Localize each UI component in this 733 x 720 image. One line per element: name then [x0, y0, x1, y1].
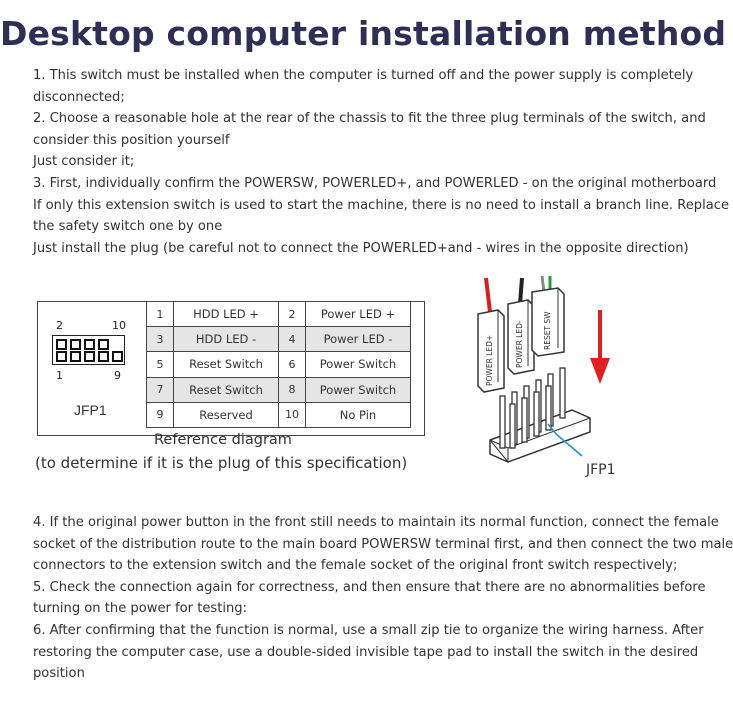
pin-header-icon [52, 335, 125, 365]
pin-function: HDD LED + [173, 300, 279, 328]
instruction-line: Just install the plug (be careful not to… [33, 240, 689, 256]
pin-number: 8 [278, 376, 306, 403]
instruction-line: the safety switch one by one [33, 219, 223, 235]
header-label: JFP1 [74, 402, 107, 418]
instruction-line: consider this position yourself [33, 132, 230, 148]
instruction-line: 2. Choose a reasonable hole at the rear … [33, 111, 706, 127]
instruction-line: 6. After confirming that the function is… [33, 622, 704, 638]
pin-number: 10 [278, 401, 306, 428]
label-pointer [547, 423, 583, 457]
instruction-line: disconnected; [33, 89, 125, 105]
instructions-top: 1. This switch must be installed when th… [33, 65, 730, 259]
table-row: 5 Reset Switch 6 Power Switch [146, 351, 411, 378]
wire-black [518, 277, 524, 305]
pinout-figure: 2 10 1 9 JFP1 1 HDD LED + 2 Power LED + … [37, 300, 425, 436]
header-label: JFP1 [585, 462, 616, 478]
instruction-line: 4. If the original power button in the f… [33, 515, 719, 530]
plug-label: POWER LED+ [485, 335, 494, 386]
pin-table: 1 HDD LED + 2 Power LED + 3 HDD LED - 4 … [146, 300, 411, 428]
pin-header-base [489, 409, 591, 464]
instruction-line: 5. Check the connection again for correc… [33, 579, 706, 595]
pin-number: 7 [146, 376, 174, 403]
pin-number-label: 9 [114, 369, 121, 382]
instruction-line: socket of the distribution route to the … [33, 536, 733, 552]
instruction-line: If only this extension switch is used to… [33, 197, 730, 213]
plug-power-led-minus: POWER LED- [507, 299, 535, 375]
pin-number-label: 1 [56, 369, 63, 382]
plug-power-led-plus: POWER LED+ [477, 309, 505, 393]
pin-function: HDD LED - [173, 326, 279, 353]
table-row: 7 Reset Switch 8 Power Switch [146, 376, 411, 403]
plug-label: RESET SW [543, 311, 552, 350]
instruction-line: 1. This switch must be installed when th… [33, 68, 694, 83]
pin-function: No Pin [305, 401, 411, 428]
pin-number: 2 [278, 300, 306, 328]
pin-number-label: 10 [112, 319, 126, 332]
pin-function: Power Switch [305, 376, 411, 403]
header-pins [499, 367, 566, 449]
pin-number: 9 [146, 401, 174, 428]
connector-diagram: POWER LED+ POWER LED- RESET SW JFP1 [477, 275, 616, 478]
table-row: 3 HDD LED - 4 Power LED - [146, 326, 411, 353]
pin-number: 1 [146, 300, 174, 328]
pin-function: Reset Switch [173, 351, 279, 378]
pin-number-label: 2 [56, 319, 63, 332]
reference-caption: Reference diagram [154, 432, 292, 448]
table-row: 9 Reserved 10 No Pin [146, 401, 411, 428]
instruction-line: restoring the computer case, use a doubl… [33, 644, 699, 660]
pin-number: 5 [146, 351, 174, 378]
instruction-line: 3. First, individually confirm the POWER… [33, 175, 717, 191]
pin-function: Reserved [173, 401, 279, 428]
instructions-bottom: 4. If the original power button in the f… [33, 512, 733, 685]
plug-reset-sw: RESET SW [531, 287, 565, 357]
wire-red [484, 277, 492, 313]
table-row: 1 HDD LED + 2 Power LED + [146, 300, 411, 328]
pin-function: Power LED - [305, 326, 411, 353]
instruction-line: connectors to the extension switch and t… [33, 558, 678, 574]
reference-caption-detail: (to determine if it is the plug of this … [35, 454, 408, 472]
pin-number: 3 [146, 326, 174, 353]
instruction-line: turning on the power for testing: [33, 601, 248, 617]
pin-function: Power LED + [305, 300, 411, 328]
plug-label: POWER LED- [515, 320, 524, 368]
wire-gray [540, 275, 546, 293]
page-title: Desktop computer installation method [0, 14, 727, 53]
header-diagram: 2 10 1 9 JFP1 [38, 302, 146, 434]
pin-function: Power Switch [305, 351, 411, 378]
pin-number: 6 [278, 351, 306, 378]
instruction-line: position [33, 666, 85, 682]
pin-function: Reset Switch [173, 376, 279, 403]
instruction-line: Just consider it; [33, 154, 135, 170]
pin-number: 4 [278, 326, 306, 353]
insert-arrow-icon [590, 310, 610, 384]
